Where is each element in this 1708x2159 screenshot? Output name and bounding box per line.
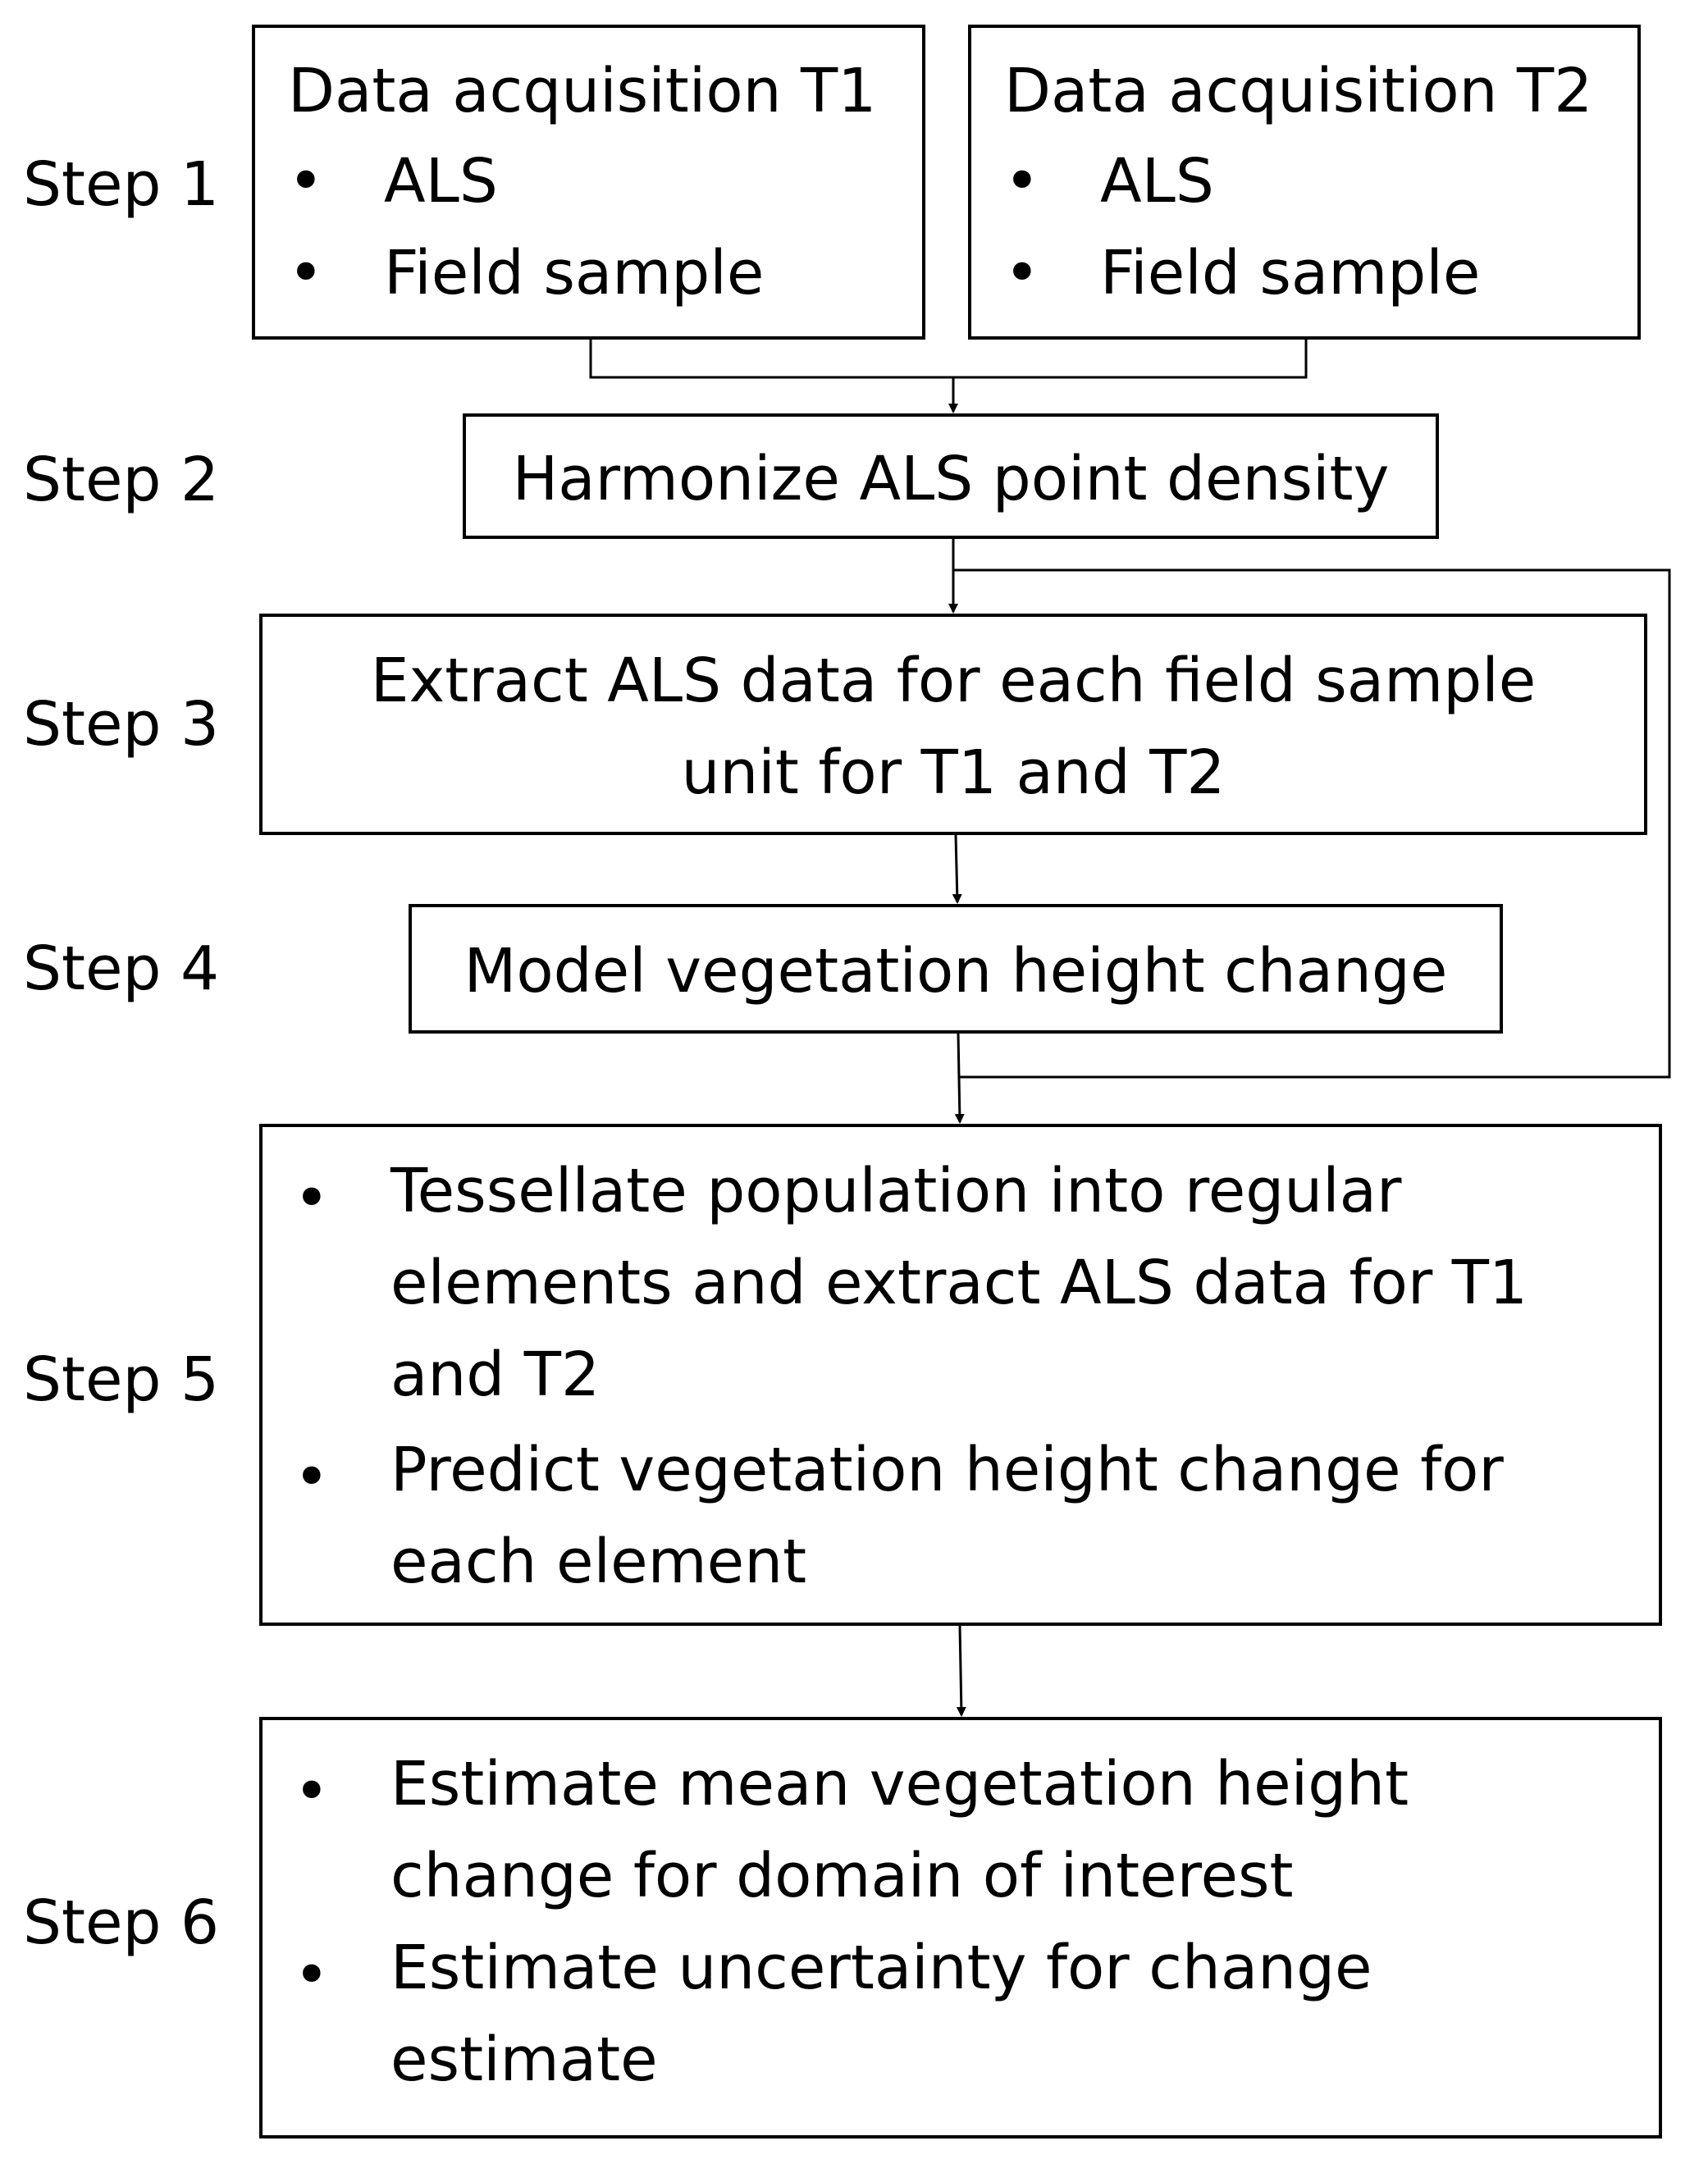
arrow-to-estimate <box>956 1625 966 1717</box>
step-6-label: Step 6 <box>23 1887 220 1958</box>
box-text-line-2: unit for T1 and T2 <box>681 737 1226 808</box>
bullet-dot: • <box>294 1442 330 1513</box>
bullet-text-line: each element <box>390 1527 807 1597</box>
bypass-connector <box>953 568 1671 1079</box>
bullet-text: Field sample <box>384 238 765 308</box>
bullet-text: ALS <box>1100 146 1214 217</box>
data-acquisition-t1-box: Data acquisition T1 • ALS • Field sample <box>252 25 925 340</box>
bullet-text: Field sample <box>1100 238 1481 308</box>
bullet-text: ALS <box>384 146 498 217</box>
bullet-dot: • <box>288 146 324 217</box>
step-1-label: Step 1 <box>23 149 220 220</box>
box-title: Data acquisition T2 <box>1004 56 1593 126</box>
data-acquisition-t2-box: Data acquisition T2 • ALS • Field sample <box>968 25 1641 340</box>
bullet-text-line: estimate <box>390 2024 658 2095</box>
bullet-dot: • <box>288 238 324 308</box>
bullet-dot: • <box>294 1940 330 2011</box>
bullet-text-line: Tessellate population into regular <box>390 1156 1402 1226</box>
bullet-dot: • <box>294 1163 330 1234</box>
arrow-to-tessellate <box>954 1033 965 1124</box>
estimate-box: • Estimate mean vegetation height change… <box>259 1717 1662 2138</box>
step-3-label: Step 3 <box>23 689 220 760</box>
bullet-dot: • <box>1004 238 1040 308</box>
arrow-to-model <box>952 834 962 904</box>
bullet-text-line: elements and extract ALS data for T1 <box>390 1248 1528 1318</box>
extract-box: Extract ALS data for each field sample u… <box>259 614 1647 835</box>
box-text: Model vegetation height change <box>464 936 1448 1006</box>
step-2-label: Step 2 <box>23 445 220 515</box>
model-box: Model vegetation height change <box>409 904 1503 1034</box>
step-5-label: Step 5 <box>23 1344 220 1415</box>
bullet-dot: • <box>294 1756 330 1827</box>
bullet-text-line: Estimate mean vegetation height <box>390 1749 1409 1819</box>
bullet-text-line: Estimate uncertainty for change <box>390 1933 1372 2003</box>
box-text-line-1: Extract ALS data for each field sample <box>370 646 1537 716</box>
bullet-text-line: change for domain of interest <box>390 1841 1294 1911</box>
step-4-label: Step 4 <box>23 933 220 1004</box>
harmonize-box: Harmonize ALS point density <box>463 413 1439 539</box>
box-title: Data acquisition T1 <box>288 56 877 126</box>
bullet-text-line: and T2 <box>390 1340 601 1410</box>
box-text: Harmonize ALS point density <box>512 444 1390 514</box>
bullet-text-line: Predict vegetation height change for <box>390 1435 1504 1505</box>
tessellate-box: • Tessellate population into regular ele… <box>259 1124 1662 1626</box>
bullet-dot: • <box>1004 146 1040 217</box>
merge-connector-t1-t2 <box>589 340 1308 379</box>
